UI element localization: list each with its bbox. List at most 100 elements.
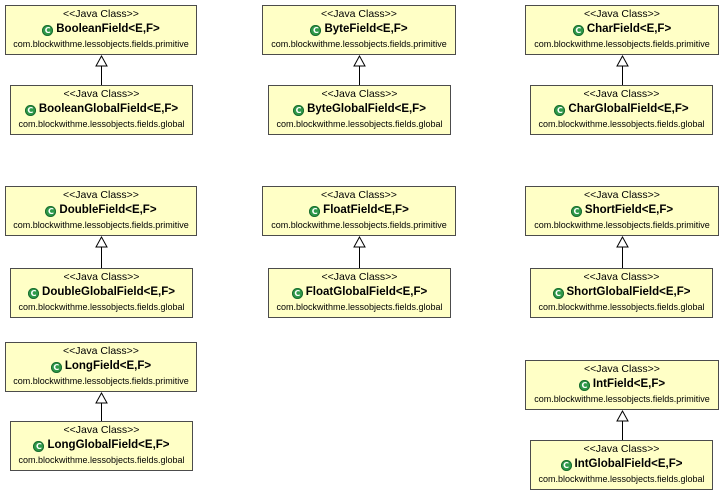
class-stereotype: <<Java Class>> bbox=[583, 88, 660, 100]
class-icon: C bbox=[45, 206, 57, 217]
class-name: IntGlobalField<E,F> bbox=[574, 458, 683, 470]
class-package: com.blockwithme.lessobjects.fields.globa… bbox=[18, 119, 185, 129]
class-icon: C bbox=[554, 105, 566, 116]
class-name: CharGlobalField<E,F> bbox=[568, 103, 689, 115]
class-package: com.blockwithme.lessobjects.fields.primi… bbox=[13, 220, 189, 230]
class-package: com.blockwithme.lessobjects.fields.globa… bbox=[276, 119, 443, 129]
generalization-arrow-boolean-global-field bbox=[95, 54, 108, 85]
class-stereotype: <<Java Class>> bbox=[63, 345, 139, 357]
class-package: com.blockwithme.lessobjects.fields.globa… bbox=[18, 302, 185, 312]
class-name: CharField<E,F> bbox=[586, 23, 672, 35]
generalization-arrow-int-global-field bbox=[616, 409, 629, 440]
generalization-arrow-byte-global-field bbox=[353, 54, 366, 85]
class-package: com.blockwithme.lessobjects.fields.primi… bbox=[271, 39, 447, 49]
class-package: com.blockwithme.lessobjects.fields.primi… bbox=[13, 39, 189, 49]
class-name: BooleanField<E,F> bbox=[56, 23, 160, 35]
generalization-arrow-double-global-field bbox=[95, 235, 108, 268]
class-name: FloatGlobalField<E,F> bbox=[305, 286, 428, 298]
class-name: LongField<E,F> bbox=[64, 360, 152, 372]
class-stereotype: <<Java Class>> bbox=[584, 8, 660, 20]
class-stereotype: <<Java Class>> bbox=[63, 88, 140, 100]
inheritance-triangle-icon bbox=[616, 54, 629, 67]
class-stereotype: <<Java Class>> bbox=[321, 271, 398, 283]
inheritance-triangle-icon bbox=[616, 409, 629, 422]
class-icon: C bbox=[33, 441, 45, 452]
class-stereotype: <<Java Class>> bbox=[63, 424, 140, 436]
class-package: com.blockwithme.lessobjects.fields.globa… bbox=[276, 302, 443, 312]
inheritance-triangle-icon bbox=[95, 54, 108, 67]
class-icon: C bbox=[291, 288, 303, 299]
class-icon: C bbox=[578, 380, 590, 391]
generalization-arrow-char-global-field bbox=[616, 54, 629, 85]
class-name: ByteGlobalField<E,F> bbox=[307, 103, 426, 115]
class-name: LongGlobalField<E,F> bbox=[47, 439, 170, 451]
class-package: com.blockwithme.lessobjects.fields.globa… bbox=[538, 474, 705, 484]
generalization-arrow-float-global-field bbox=[353, 235, 366, 268]
class-name: IntField<E,F> bbox=[592, 378, 666, 390]
class-package: com.blockwithme.lessobjects.fields.primi… bbox=[534, 220, 710, 230]
class-icon: C bbox=[50, 362, 62, 373]
class-package: com.blockwithme.lessobjects.fields.primi… bbox=[271, 220, 447, 230]
class-icon: C bbox=[552, 288, 564, 299]
class-name: BooleanGlobalField<E,F> bbox=[38, 103, 179, 115]
inheritance-triangle-icon bbox=[353, 54, 366, 67]
class-name: ShortGlobalField<E,F> bbox=[566, 286, 691, 298]
class-icon: C bbox=[293, 105, 305, 116]
generalization-arrow-short-global-field bbox=[616, 235, 629, 268]
inheritance-triangle-icon bbox=[353, 235, 366, 248]
class-package: com.blockwithme.lessobjects.fields.primi… bbox=[534, 39, 710, 49]
class-stereotype: <<Java Class>> bbox=[321, 8, 397, 20]
class-stereotype: <<Java Class>> bbox=[63, 271, 140, 283]
generalization-arrow-long-global-field bbox=[95, 391, 108, 421]
class-stereotype: <<Java Class>> bbox=[63, 189, 139, 201]
class-stereotype: <<Java Class>> bbox=[584, 363, 660, 375]
class-package: com.blockwithme.lessobjects.fields.globa… bbox=[18, 455, 185, 465]
class-icon: C bbox=[560, 460, 572, 471]
class-package: com.blockwithme.lessobjects.fields.primi… bbox=[534, 394, 710, 404]
inheritance-triangle-icon bbox=[95, 391, 108, 404]
class-stereotype: <<Java Class>> bbox=[321, 88, 398, 100]
class-icon: C bbox=[570, 206, 582, 217]
class-stereotype: <<Java Class>> bbox=[583, 443, 660, 455]
inheritance-triangle-icon bbox=[616, 235, 629, 248]
class-stereotype: <<Java Class>> bbox=[583, 271, 660, 283]
inheritance-triangle-icon bbox=[95, 235, 108, 248]
class-stereotype: <<Java Class>> bbox=[321, 189, 397, 201]
class-icon: C bbox=[28, 288, 40, 299]
class-icon: C bbox=[42, 25, 54, 36]
class-icon: C bbox=[309, 206, 321, 217]
class-icon: C bbox=[310, 25, 322, 36]
class-package: com.blockwithme.lessobjects.fields.primi… bbox=[13, 376, 189, 386]
class-name: ShortField<E,F> bbox=[584, 204, 674, 216]
class-stereotype: <<Java Class>> bbox=[584, 189, 660, 201]
